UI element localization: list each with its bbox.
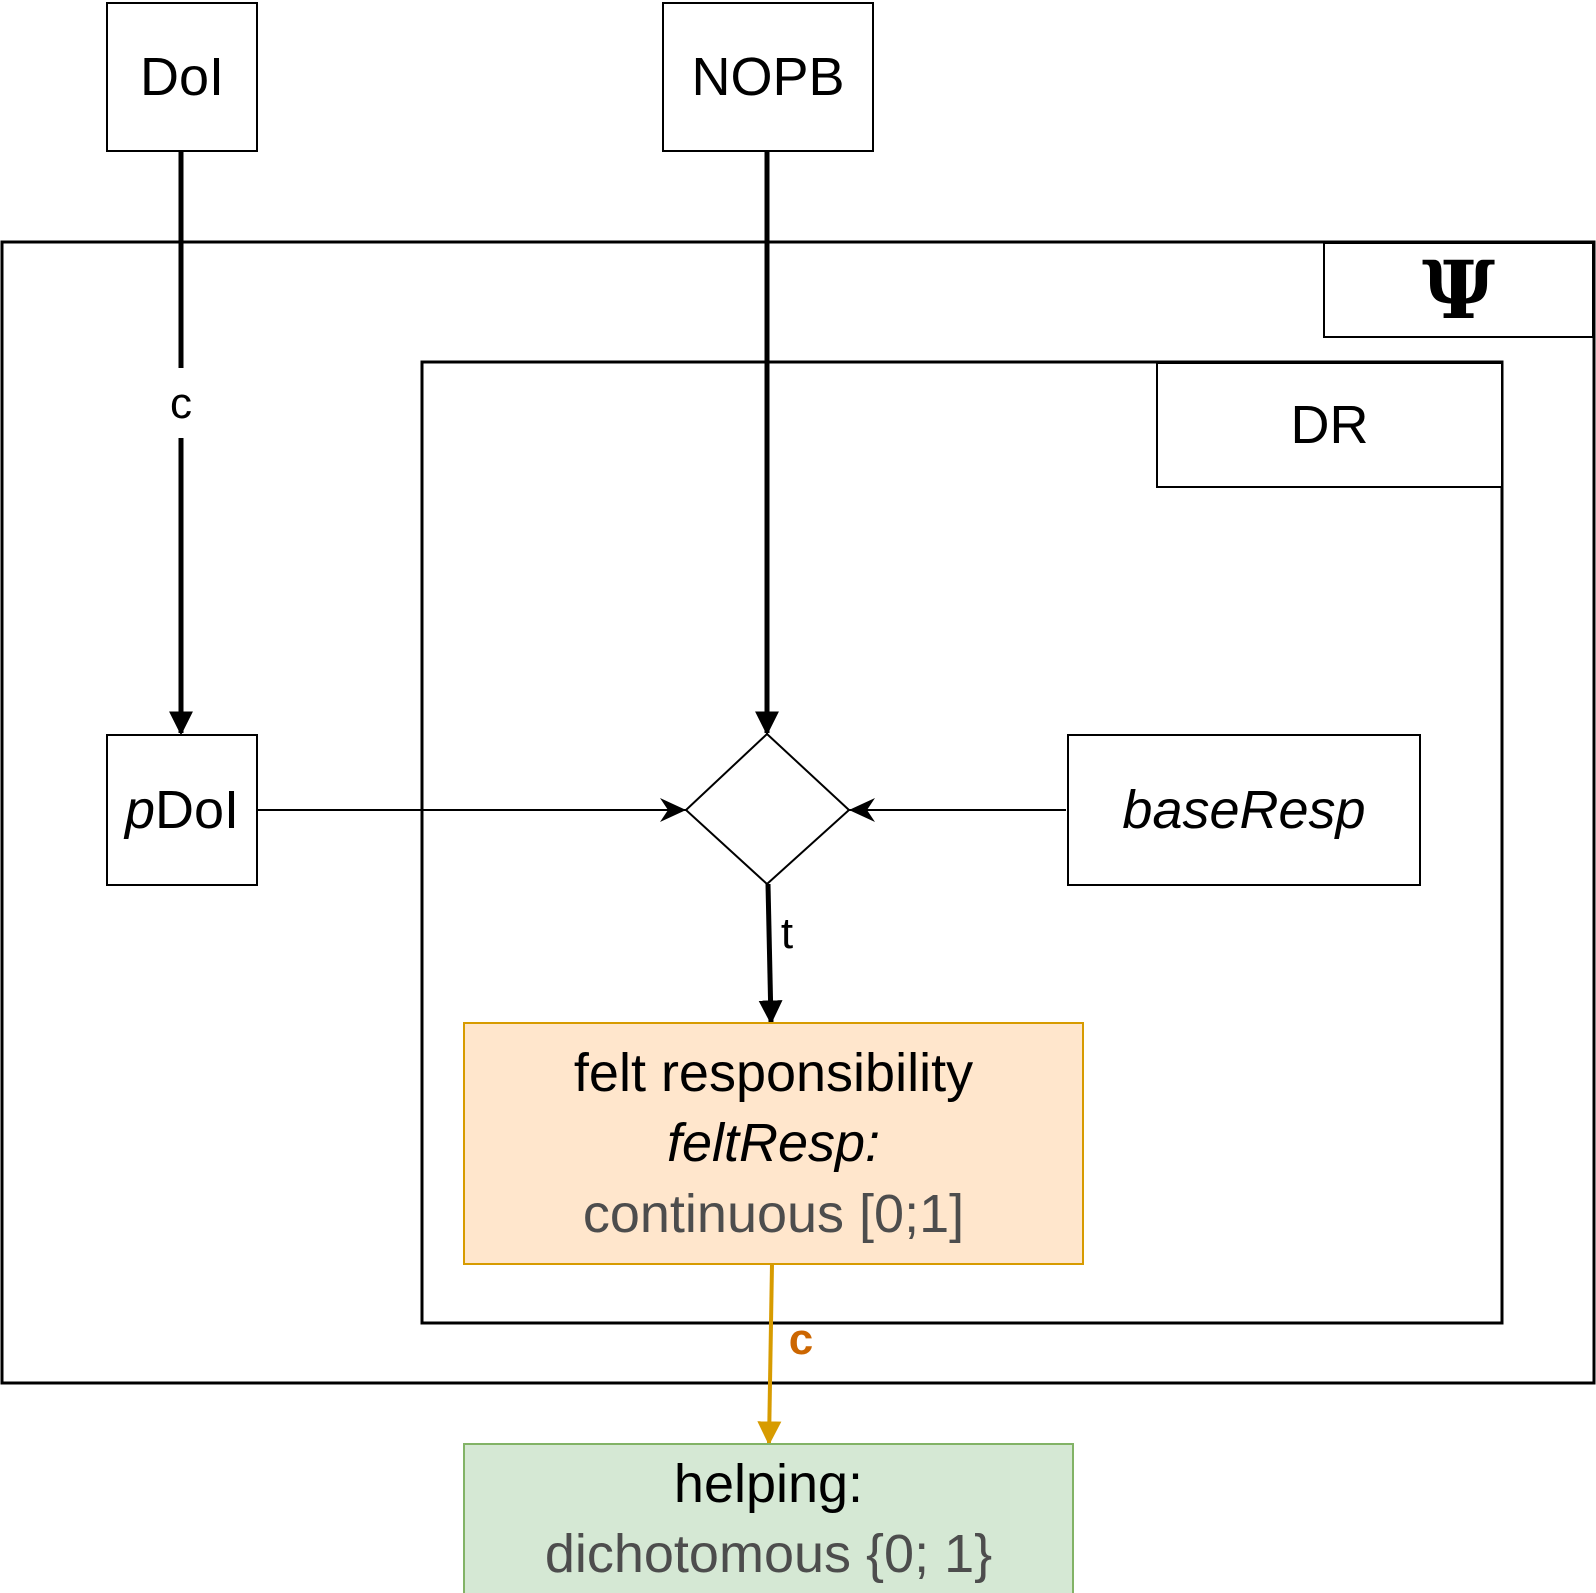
- felt-resp-type: continuous [0;1]: [582, 1183, 965, 1244]
- base-resp-node: baseResp: [1067, 734, 1421, 886]
- nopb-node: NOPB: [662, 2, 874, 152]
- doi-label: DoI: [139, 47, 225, 107]
- felt-resp-var: feltResp:: [666, 1113, 881, 1174]
- helping-title: helping:: [673, 1453, 864, 1514]
- dr-frame-tab: DR: [1156, 362, 1503, 488]
- combination-diamond: [684, 732, 851, 886]
- doi-node: DoI: [106, 2, 258, 152]
- pdoi-label: DoI: [155, 780, 240, 840]
- nopb-label: NOPB: [691, 47, 845, 107]
- dr-label: DR: [1290, 395, 1369, 455]
- psi-label: Ψ: [1421, 243, 1496, 337]
- helping-node: helping: dichotomous {0; 1}: [463, 1443, 1074, 1593]
- edge-label-doi-pdoi: c: [160, 382, 202, 426]
- felt-resp-title: felt responsibility: [573, 1043, 974, 1104]
- felt-resp-node: felt responsibility feltResp: continuous…: [463, 1022, 1084, 1265]
- psi-frame: [0, 240, 1596, 1385]
- base-resp-label: baseResp: [1122, 780, 1366, 840]
- pdoi-prefix: p: [124, 780, 155, 840]
- dr-frame: [420, 360, 1504, 1325]
- edge-label-felt-helping: c: [788, 1315, 814, 1364]
- edge-felt-helping: [757, 1263, 782, 1446]
- pdoi-text: pDoI: [125, 779, 239, 841]
- edge-label-diamond-felt: t: [776, 912, 798, 956]
- pdoi-node: pDoI: [106, 734, 258, 886]
- helping-type: dichotomous {0; 1}: [544, 1524, 993, 1584]
- psi-frame-tab: Ψ: [1323, 242, 1594, 338]
- edge-diamond-felt: [758, 883, 783, 1025]
